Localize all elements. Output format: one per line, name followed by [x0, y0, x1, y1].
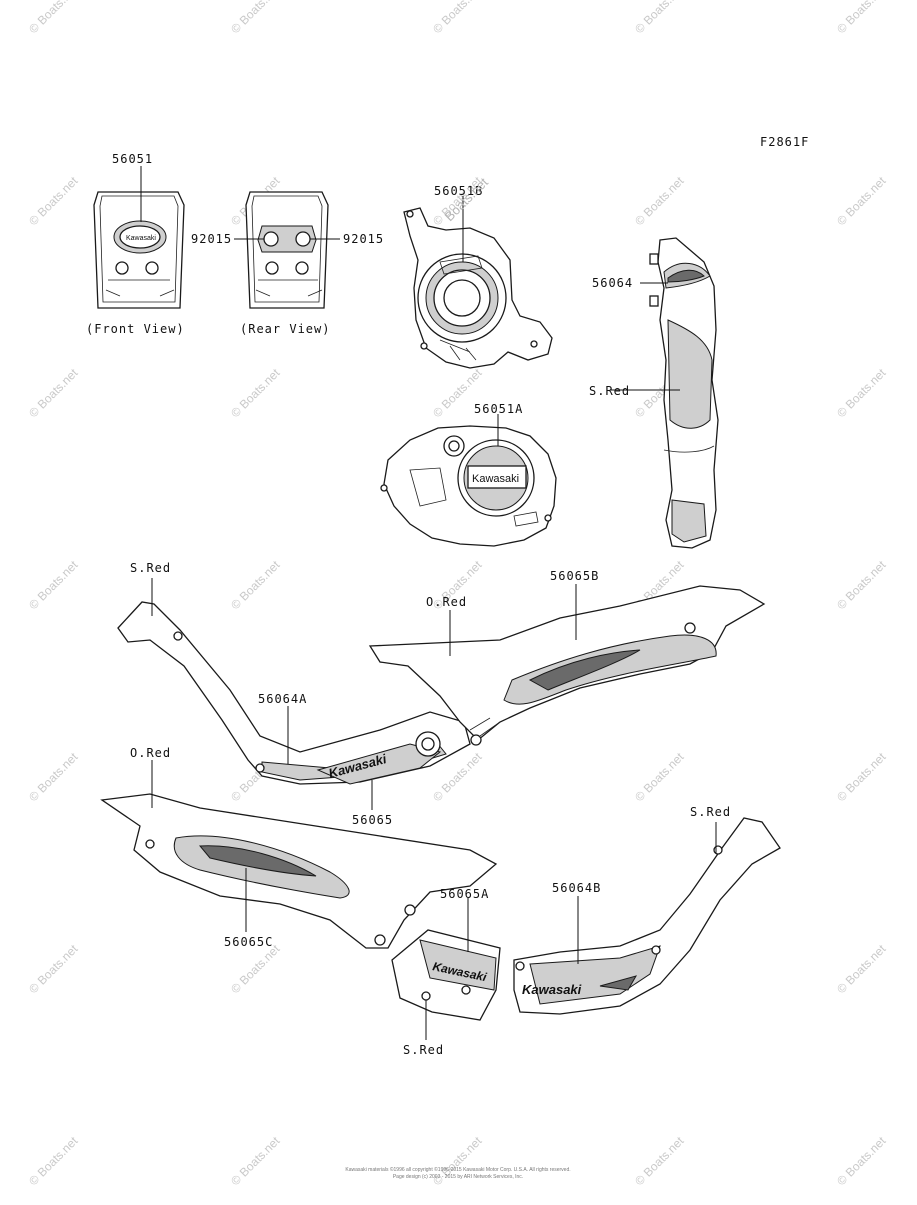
watermark-text: © Boats.net	[26, 1133, 81, 1188]
watermark-text: © Boats.net	[26, 557, 81, 612]
callout-56064A: 56064A	[258, 692, 307, 706]
callout-sred-tank: S.Red	[589, 384, 630, 398]
front-emblem-text: Kawasaki	[126, 235, 156, 242]
watermark-text: © Boats.net	[26, 0, 81, 36]
watermark-text: © Boats.net	[632, 0, 687, 36]
watermark-text: © Boats.net	[834, 365, 889, 420]
callout-92015-left: 92015	[191, 232, 232, 246]
frame-right-decal-text: Kawasaki	[522, 982, 582, 997]
side-decal-56065A[interactable]: Kawasaki	[391, 929, 501, 1021]
callout-56051B: 56051B	[434, 184, 483, 198]
watermark-text: © Boats.net	[632, 749, 687, 804]
callout-56064: 56064	[592, 276, 633, 290]
callout-56065C: 56065C	[224, 935, 273, 949]
rear-view-caption: (Rear View)	[240, 322, 330, 336]
clutch-cover-56051A[interactable]: Kawasaki	[380, 425, 557, 547]
watermark-text: © Boats.net	[26, 749, 81, 804]
front-view-plate[interactable]: Kawasaki	[93, 191, 185, 309]
callout-ored-top: O.Red	[426, 595, 467, 609]
tail-section-upper[interactable]	[368, 585, 766, 746]
watermark-text: © Boats.net	[430, 0, 485, 36]
watermark-text: © Boats.net	[632, 173, 687, 228]
tail-section-lower-left[interactable]	[100, 793, 498, 949]
watermark-text: © Boats.net	[228, 1133, 283, 1188]
callout-sred-bottom: S.Red	[403, 1043, 444, 1057]
watermark-text: © Boats.net	[26, 941, 81, 996]
callout-56065: 56065	[352, 813, 393, 827]
footer-copyright: Kawasaki materials ©1996 all copyright ©…	[345, 1166, 570, 1173]
watermark-text: © Boats.net	[26, 365, 81, 420]
clutch-emblem-text: Kawasaki	[472, 473, 519, 485]
callout-56064B: 56064B	[552, 881, 601, 895]
callout-92015-right: 92015	[343, 232, 384, 246]
callout-56065B: 56065B	[550, 569, 599, 583]
callout-sred-frame: S.Red	[130, 561, 171, 575]
watermark-text: © Boats.net	[834, 557, 889, 612]
watermark-text: © Boats.net	[834, 0, 889, 36]
watermark-text: © Boats.net	[430, 1133, 485, 1188]
tank-shroud-56064[interactable]	[649, 237, 719, 549]
watermark-text: © Boats.net	[632, 1133, 687, 1188]
watermark-text: © Boats.net	[228, 557, 283, 612]
callout-56051A: 56051A	[474, 402, 523, 416]
front-view-caption: (Front View)	[86, 322, 185, 336]
figure-code: F2861F	[760, 135, 809, 149]
watermark-text: © Boats.net	[228, 365, 283, 420]
footer-design: Page design (c) 2003 - 2015 by ARI Netwo…	[393, 1174, 523, 1180]
callout-ored-left: O.Red	[130, 746, 171, 760]
frame-upper-left[interactable]: Kawasaki	[117, 601, 471, 785]
watermark-text: © Boats.net	[834, 749, 889, 804]
watermark-text: © Boats.net	[228, 941, 283, 996]
callout-56051: 56051	[112, 152, 153, 166]
watermark-text: © Boats.net	[26, 173, 81, 228]
engine-cover-left[interactable]	[403, 207, 553, 369]
watermark-text: © Boats.net	[834, 1133, 889, 1188]
callout-56065A: 56065A	[440, 887, 489, 901]
frame-lower-right[interactable]: Kawasaki	[513, 817, 781, 1015]
watermark-text: © Boats.net	[834, 173, 889, 228]
callout-sred-right: S.Red	[690, 805, 731, 819]
rear-view-plate[interactable]	[245, 191, 329, 309]
watermark-text: © Boats.net	[228, 0, 283, 36]
watermark-text: © Boats.net	[834, 941, 889, 996]
